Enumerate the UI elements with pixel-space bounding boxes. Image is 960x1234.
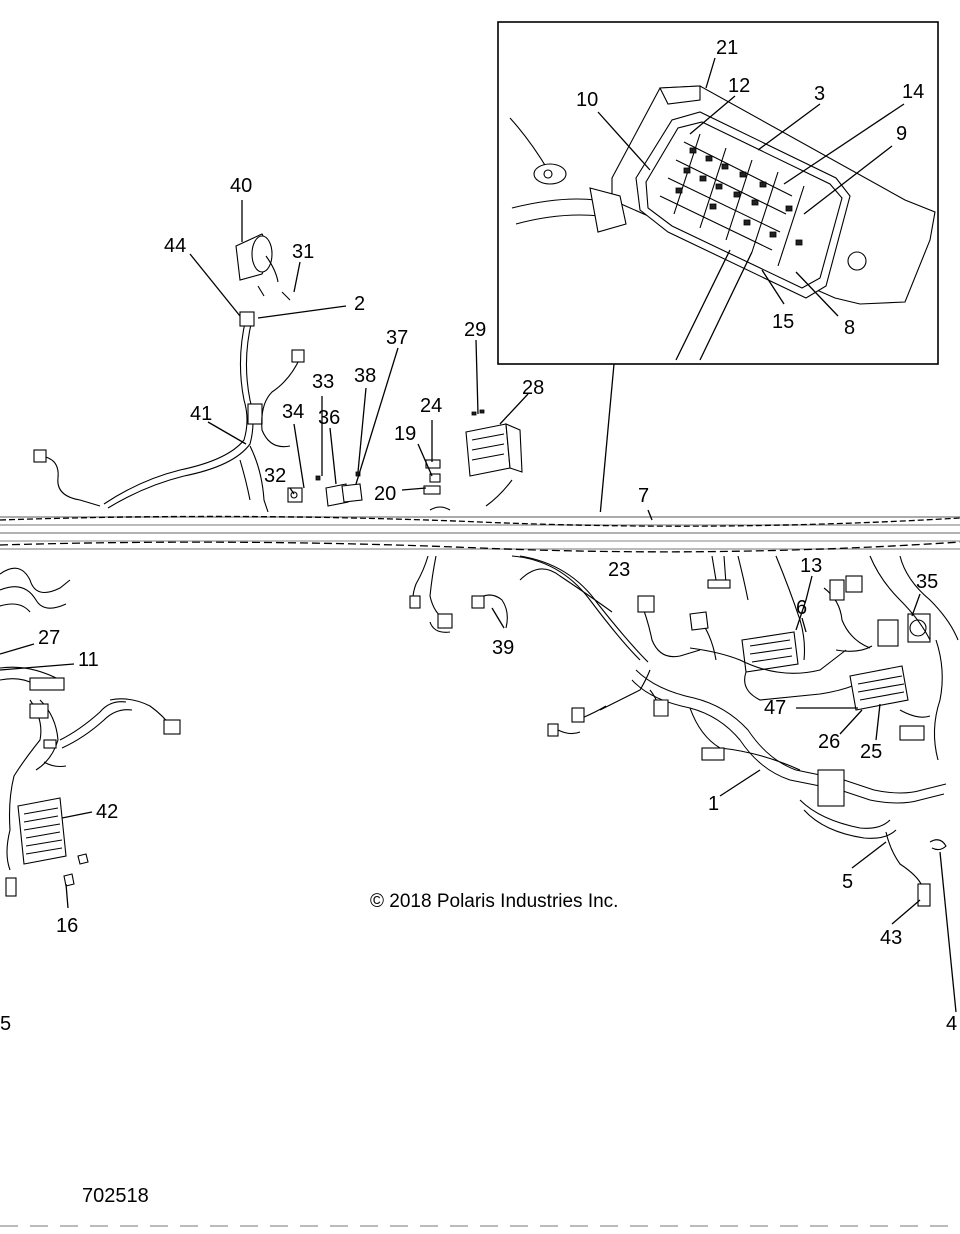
callout-5: 5 — [842, 871, 853, 893]
callout-2: 2 — [354, 293, 365, 315]
callout-9: 9 — [896, 123, 907, 145]
callout-4-right-edge: 4 — [946, 1013, 957, 1035]
callout-25: 25 — [860, 741, 882, 763]
callout-37: 37 — [386, 327, 408, 349]
callout-3: 3 — [814, 83, 825, 105]
callout-13: 13 — [800, 555, 822, 577]
callout-27: 27 — [38, 627, 60, 649]
callout-7: 7 — [638, 485, 649, 507]
callout-labels: 21 12 10 3 14 9 15 8 40 44 31 2 37 29 33… — [0, 37, 957, 1035]
callout-41: 41 — [190, 403, 212, 425]
callout-5-left-edge: 5 — [0, 1013, 11, 1035]
callout-10: 10 — [576, 89, 598, 111]
torn-section-band — [0, 512, 960, 556]
callout-29: 29 — [464, 319, 486, 341]
main-harness — [409, 555, 959, 1013]
callout-1: 1 — [708, 793, 719, 815]
callout-44: 44 — [164, 235, 186, 257]
callout-19: 19 — [394, 423, 416, 445]
callout-20: 20 — [374, 483, 396, 505]
figure-id: 702518 — [82, 1185, 149, 1207]
callout-21: 21 — [716, 37, 738, 59]
callout-11: 11 — [78, 649, 99, 671]
front-left-harness — [0, 567, 181, 897]
callout-33: 33 — [312, 371, 334, 393]
callout-23: 23 — [608, 559, 630, 581]
callout-12: 12 — [728, 75, 750, 97]
callout-36: 36 — [318, 407, 340, 429]
fuse-box-inset — [497, 21, 939, 365]
callout-32: 32 — [264, 465, 286, 487]
callout-31: 31 — [292, 241, 314, 263]
callout-47: 47 — [764, 697, 786, 719]
fuse-grid — [659, 133, 805, 267]
callout-40: 40 — [230, 175, 252, 197]
callout-38: 38 — [354, 365, 376, 387]
callout-14: 14 — [902, 81, 924, 103]
callout-42: 42 — [96, 801, 118, 823]
callout-43: 43 — [880, 927, 902, 949]
leader-lines — [0, 57, 921, 925]
callout-6: 6 — [796, 597, 807, 619]
inset-connector-line — [599, 363, 615, 517]
callout-26: 26 — [818, 731, 840, 753]
callout-28: 28 — [522, 377, 544, 399]
callout-24: 24 — [420, 395, 442, 417]
dash-sub-harness — [33, 233, 523, 513]
callout-8: 8 — [844, 317, 855, 339]
callout-35: 35 — [916, 571, 938, 593]
callout-16: 16 — [56, 915, 78, 937]
callout-15: 15 — [772, 311, 794, 333]
copyright-notice: © 2018 Polaris Industries Inc. — [370, 891, 618, 912]
callout-34: 34 — [282, 401, 304, 423]
callout-39: 39 — [492, 637, 514, 659]
